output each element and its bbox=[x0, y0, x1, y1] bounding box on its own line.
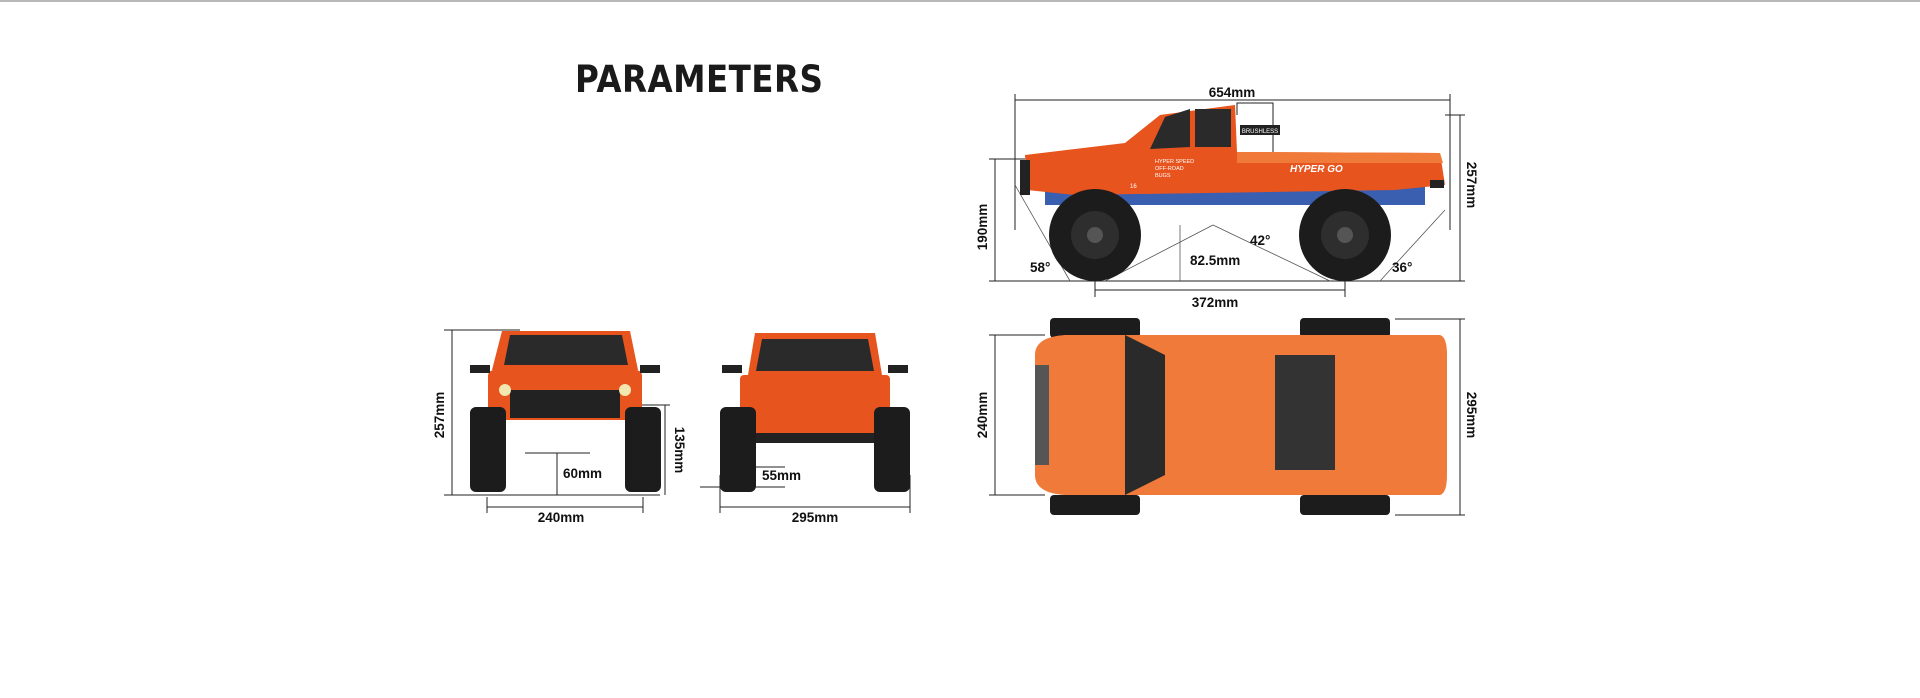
top-view-diagram: 240mm 295mm bbox=[975, 318, 1479, 516]
side-clearance-height-label: 190mm bbox=[975, 204, 990, 251]
top-width-label: 295mm bbox=[1464, 392, 1479, 439]
top-truck-body bbox=[1035, 318, 1447, 515]
side-front-wheel bbox=[1049, 189, 1141, 281]
belly-clearance-label: 82.5mm bbox=[1190, 253, 1240, 268]
decal-line2: OFF-ROAD bbox=[1155, 166, 1184, 172]
decal-line1: HYPER SPEED bbox=[1155, 159, 1194, 165]
brushless-badge: BRUSHLESS bbox=[1242, 129, 1278, 135]
top-length-label: 240mm bbox=[975, 392, 990, 439]
rear-clearance-label: 55mm bbox=[762, 468, 801, 483]
side-length-label: 654mm bbox=[1209, 85, 1256, 100]
side-height-label: 257mm bbox=[1464, 162, 1479, 209]
top-border-line bbox=[0, 0, 1920, 2]
decal-number: 16 bbox=[1130, 184, 1137, 190]
front-truck-body bbox=[470, 331, 661, 492]
front-view-diagram: 257mm 135mm 240mm 60mm bbox=[432, 329, 687, 525]
breakover-angle-label: 42° bbox=[1250, 233, 1270, 248]
model-decal: HYPER GO bbox=[1290, 164, 1343, 175]
approach-angle-label: 58° bbox=[1030, 260, 1050, 275]
rear-view-diagram: 295mm 55mm bbox=[700, 333, 911, 525]
side-truck-body: BRUSHLESS HYPER GO HYPER SPEED OFF-ROAD … bbox=[1020, 102, 1445, 205]
rear-width-label: 295mm bbox=[792, 510, 839, 525]
decal-line3: BUGS bbox=[1155, 173, 1171, 179]
front-side-height-label: 135mm bbox=[672, 427, 687, 474]
front-clearance-label: 60mm bbox=[563, 466, 602, 481]
departure-angle-label: 36° bbox=[1392, 260, 1412, 275]
front-height-label: 257mm bbox=[432, 392, 447, 439]
side-rear-wheel bbox=[1299, 189, 1391, 281]
page-title: PARAMETERS bbox=[575, 58, 824, 101]
front-track-label: 240mm bbox=[538, 510, 585, 525]
side-view-diagram: 654mm 257mm 190mm 372mm 58° 36° 42° 82.5… bbox=[975, 85, 1479, 310]
rear-truck-body bbox=[720, 333, 910, 492]
wheelbase-label: 372mm bbox=[1192, 295, 1239, 310]
